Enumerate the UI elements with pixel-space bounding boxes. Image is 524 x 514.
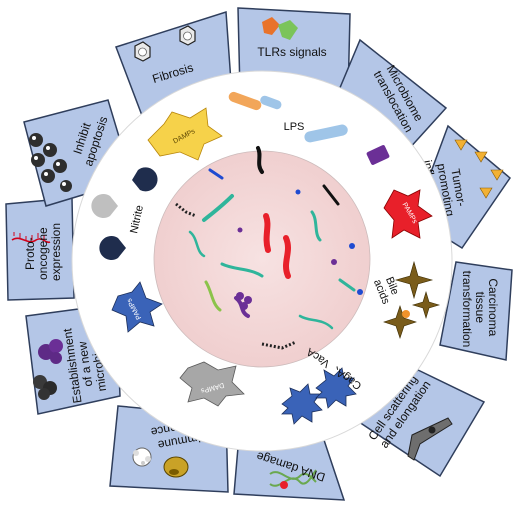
- bile-acid-star-icon: [383, 260, 441, 339]
- nitrite-pacman-icon: [91, 167, 158, 261]
- microbiome-cluster-icon: [33, 339, 63, 400]
- dna-helix-icon: [269, 469, 317, 489]
- bacteria-icon: [175, 146, 363, 350]
- panel-proto-label: Proto- oncogene expression: [23, 223, 63, 281]
- panel-carcinoma-shape: [439, 261, 513, 361]
- badge-damps-top: DAMPs: [147, 107, 223, 161]
- fibrosis-cell-icon: [134, 25, 196, 62]
- spiky-toxin-icon: [281, 367, 357, 425]
- elongated-cell-icon: [407, 417, 453, 461]
- core-circle: [153, 150, 371, 368]
- triangle-cluster-icon: [454, 139, 504, 199]
- immune-cell-icon: [132, 447, 189, 478]
- ring-label-nitrite: Nitrite: [128, 204, 146, 235]
- panel-proto: Proto- oncogene expression: [5, 197, 75, 301]
- purple-particle-icon: [366, 145, 390, 165]
- rna-strand-icon: [11, 232, 51, 244]
- ring-label-lps: LPS: [284, 121, 305, 133]
- badge-pamps-left: PAMPs: [111, 281, 163, 333]
- apoptotic-cell-cluster-icon: [29, 133, 72, 192]
- badge-damps-bottom: DAMPs: [179, 361, 245, 407]
- panel-carcinoma: Carcinoma tissue transformation: [439, 261, 513, 361]
- tlr-receptor-icon: [262, 17, 298, 40]
- lps-capsule-icon: [228, 91, 348, 143]
- panel-tlrs-label: TLRs signals: [257, 45, 326, 59]
- panel-carcinoma-label: Carcinoma tissue transformation: [460, 271, 500, 348]
- microbiome-core: [153, 146, 371, 368]
- badge-pamps-right: PAMPs: [383, 189, 433, 239]
